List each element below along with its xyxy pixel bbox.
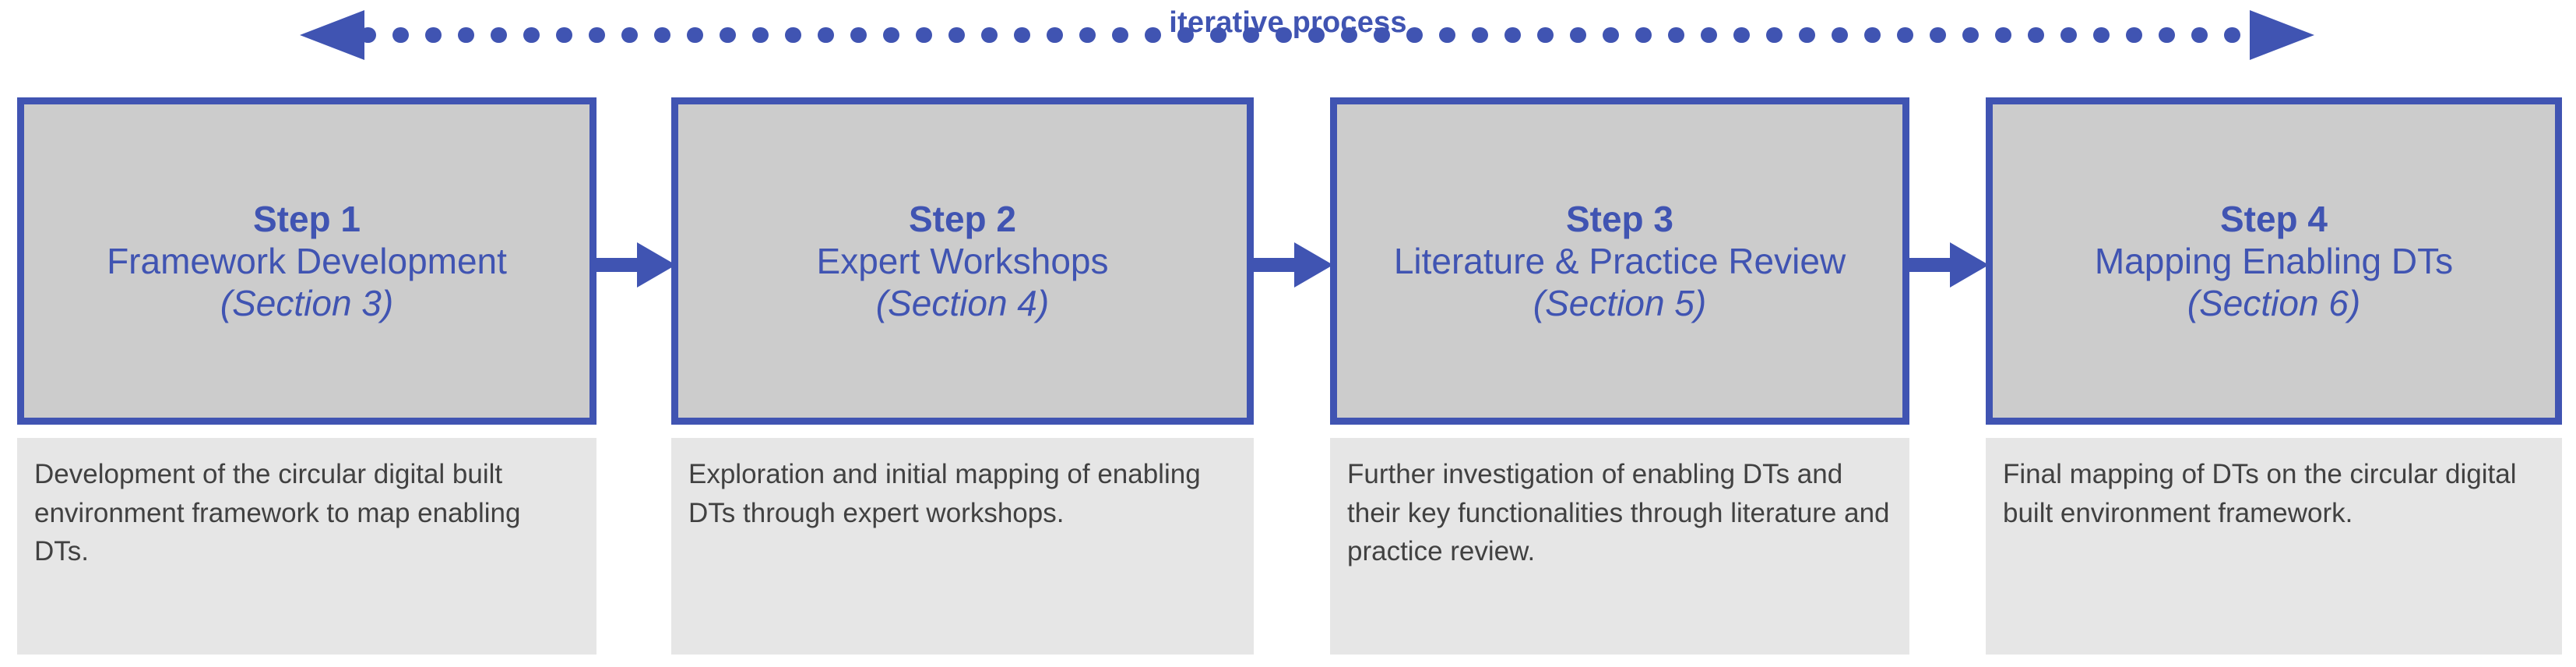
step-description-2: Exploration and initial mapping of enabl… [671, 438, 1254, 655]
connector-arrow-1-2 [593, 238, 676, 292]
step-section-2: (Section 4) [875, 283, 1050, 324]
step-title-4: Step 4 [2219, 198, 2328, 239]
step-name-3: Literature & Practice Review [1393, 240, 1846, 281]
connector-arrow-3-4 [1906, 238, 1989, 292]
step-name-2: Expert Workshops [816, 240, 1109, 281]
step-description-1: Development of the circular digital buil… [17, 438, 596, 655]
step-box-2[interactable]: Step 2 Expert Workshops (Section 4) [671, 97, 1254, 425]
step-section-3: (Section 5) [1533, 283, 1707, 324]
arrowhead-left-icon [300, 10, 364, 60]
connector-arrow-2-3 [1251, 238, 1333, 292]
step-name-4: Mapping Enabling DTs [2094, 240, 2454, 281]
step-box-1[interactable]: Step 1 Framework Development (Section 3) [17, 97, 596, 425]
step-column-2: Step 2 Expert Workshops (Section 4) Expl… [671, 0, 1254, 667]
step-title-2: Step 2 [908, 198, 1017, 239]
step-description-4: Final mapping of DTs on the circular dig… [1986, 438, 2562, 655]
iterative-process-label: iterative process [1169, 6, 1407, 39]
step-section-1: (Section 3) [220, 283, 394, 324]
step-column-4: Step 4 Mapping Enabling DTs (Section 6) … [1986, 0, 2562, 667]
arrowhead-right-icon [2250, 10, 2314, 60]
step-description-3: Further investigation of enabling DTs an… [1330, 438, 1909, 655]
step-column-1: Step 1 Framework Development (Section 3)… [17, 0, 596, 667]
step-column-3: Step 3 Literature & Practice Review (Sec… [1330, 0, 1909, 667]
step-title-3: Step 3 [1565, 198, 1674, 239]
step-name-1: Framework Development [107, 240, 507, 281]
step-title-1: Step 1 [252, 198, 361, 239]
step-section-4: (Section 6) [2187, 283, 2361, 324]
iterative-arrow-graphic [300, 10, 2314, 60]
step-box-3[interactable]: Step 3 Literature & Practice Review (Sec… [1330, 97, 1909, 425]
step-box-4[interactable]: Step 4 Mapping Enabling DTs (Section 6) [1986, 97, 2562, 425]
iterative-process-arrow: iterative process [0, 0, 2576, 72]
